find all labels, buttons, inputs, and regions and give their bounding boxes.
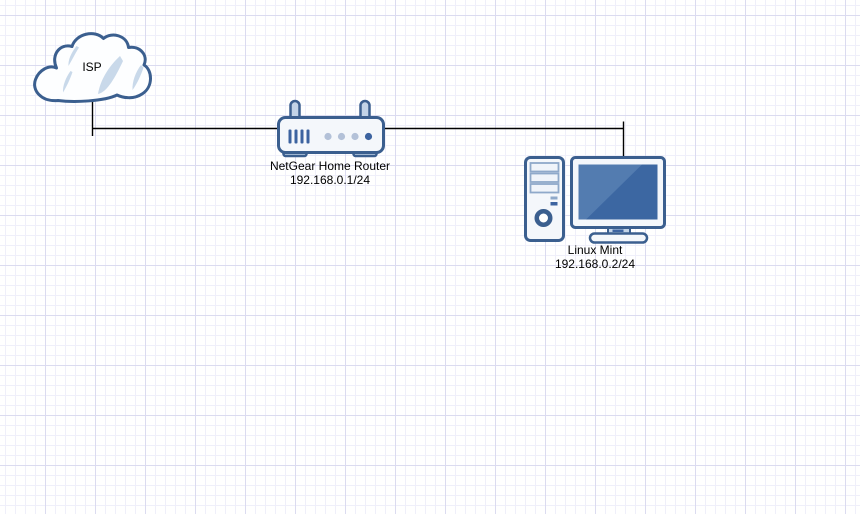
- isp-cloud-node[interactable]: [33, 32, 152, 103]
- wireless-router-icon: [277, 99, 385, 158]
- pc-led-bottom: [550, 202, 558, 206]
- pc-ip-address: 192.168.0.2/24: [554, 257, 636, 271]
- cloud-outline: [33, 32, 152, 103]
- cloud-shading: [62, 46, 144, 94]
- pc-monitor: [570, 156, 666, 244]
- isp-node-label[interactable]: ISP: [82, 60, 102, 74]
- router-ip-address: 192.168.0.1/24: [289, 173, 371, 187]
- router-node-label[interactable]: NetGear Home Router 192.168.0.1/24: [250, 159, 410, 187]
- router-vent-bars: [288, 129, 310, 144]
- monitor-neck-slot: [612, 229, 624, 232]
- pc-led-top: [550, 196, 558, 200]
- router-status-leds: [324, 132, 373, 141]
- pc-power-button: [534, 209, 553, 227]
- pc-drive-bays: [529, 162, 560, 194]
- monitor-base: [588, 232, 649, 244]
- cloud-icon: [33, 32, 152, 103]
- desktop-computer-icon: [524, 156, 666, 244]
- router-name: NetGear Home Router: [269, 159, 391, 173]
- router-node[interactable]: [277, 99, 385, 158]
- monitor-screen-highlight: [578, 164, 642, 220]
- pc-name: Linux Mint: [567, 243, 623, 257]
- pc-node-label[interactable]: Linux Mint 192.168.0.2/24: [515, 243, 675, 271]
- pc-tower: [524, 156, 565, 242]
- pc-node[interactable]: [524, 156, 666, 244]
